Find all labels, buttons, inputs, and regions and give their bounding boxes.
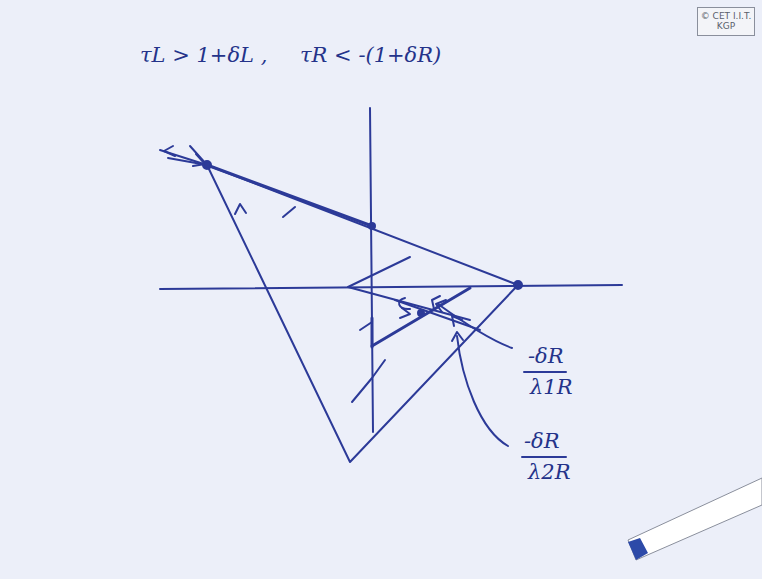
horizontal-axis [160,285,622,289]
fraction-bar [522,456,566,458]
arrowhead [432,296,440,309]
arrowhead [283,207,295,217]
thick-segment [207,165,372,226]
watermark-text: © CET I.I.T. KGP [700,11,752,32]
vertical-axis [370,108,373,432]
fold-line [352,360,385,402]
eigen-ratio: -δR [528,345,564,368]
flow-loop [399,298,410,309]
condition-text: τR < -(1+δR) [300,44,441,67]
pen [628,478,762,560]
eigen-ratio: -δR [524,430,560,453]
watermark-box: © CET I.I.T. KGP [697,7,755,36]
eigen-ratio: λ1R [530,376,572,399]
leader-line [438,304,512,348]
fraction-bar [524,371,566,373]
eigen-ratio: λ2R [528,461,570,484]
arrowhead [235,204,246,214]
fixed-point [418,310,424,316]
arrowhead [164,146,175,156]
condition-text: τL > 1+δL , [140,44,267,67]
invariant-triangle [207,165,518,462]
fixed-point [203,161,211,169]
axis-point [369,223,375,229]
leader-line [457,336,508,446]
fold-line [348,257,470,320]
arrowhead [452,332,463,341]
axis-point [514,281,522,289]
fold-line [360,322,372,330]
